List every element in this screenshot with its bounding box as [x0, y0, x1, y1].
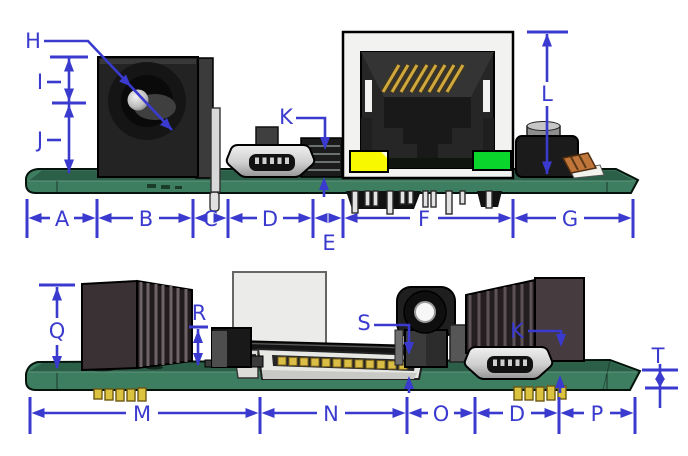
micro-usb-port-rear — [463, 346, 554, 380]
dim-row-front: A B C D E F G — [25, 199, 635, 255]
gpio-pins-rear — [93, 385, 567, 402]
small-component — [204, 327, 264, 368]
dim-S: S — [357, 311, 414, 393]
heatsink-left — [81, 279, 193, 372]
dim-label-T: T — [651, 344, 665, 368]
dc-jack-rear — [394, 286, 469, 368]
dimensions-rear: Q R S — [28, 283, 678, 434]
dim-label-F: F — [418, 207, 430, 231]
ethernet-port — [341, 30, 515, 180]
dim-label-M: M — [133, 402, 151, 426]
usb-pins — [255, 157, 289, 164]
dim-K-rear: K — [510, 319, 566, 393]
dim-label-C: C — [203, 207, 218, 231]
dim-label-O: O — [433, 402, 450, 426]
micro-usb-port — [225, 144, 316, 178]
heatsink-right-fins — [468, 282, 533, 357]
dim-label-Q: Q — [49, 319, 66, 343]
dim-R: R — [189, 301, 208, 366]
dim-label-E: E — [322, 231, 335, 255]
dim-row-rear: M N O D P — [28, 397, 637, 434]
dim-label-N: N — [323, 402, 339, 426]
dim-L: L — [527, 30, 568, 175]
dim-label-K: K — [279, 105, 294, 129]
dim-label-L: L — [541, 82, 553, 106]
ethernet-gold-pins — [380, 63, 466, 94]
dc-jack-center-pin — [127, 89, 149, 111]
dim-label-D: D — [262, 207, 278, 231]
dim-label-S: S — [357, 311, 370, 335]
inductor — [561, 152, 605, 179]
dim-H: H — [25, 29, 173, 131]
heatsink-left-fins — [139, 282, 188, 367]
dim-label-K2: K — [510, 319, 525, 343]
dc-jack-bracket — [210, 107, 221, 193]
dc-power-jack — [97, 56, 221, 193]
dim-K-front: K — [279, 105, 330, 197]
dim-label-P: P — [591, 402, 604, 426]
front-view: H I J K — [25, 29, 640, 255]
rear-view: Q R S — [25, 271, 678, 434]
dim-label-J: J — [35, 128, 43, 152]
ethernet-led-green — [472, 150, 512, 171]
dim-label-D2: D — [509, 402, 525, 426]
through-hole-pins-front — [209, 190, 502, 215]
dim-label-G: G — [562, 207, 578, 231]
dim-Q: Q — [39, 283, 75, 369]
dim-I-J: I J — [35, 55, 88, 173]
dim-label-H: H — [25, 29, 41, 53]
dim-label-B: B — [139, 207, 153, 231]
dc-jack-rear-hole — [414, 301, 436, 323]
dim-T: T — [642, 344, 678, 408]
dim-label-R: R — [192, 301, 207, 325]
dimensions-front: H I J K — [25, 29, 635, 255]
dim-label-A: A — [55, 207, 70, 231]
dim-label-I: I — [37, 70, 43, 94]
ethernet-led-yellow — [349, 150, 389, 173]
heatsink-right — [465, 277, 585, 362]
